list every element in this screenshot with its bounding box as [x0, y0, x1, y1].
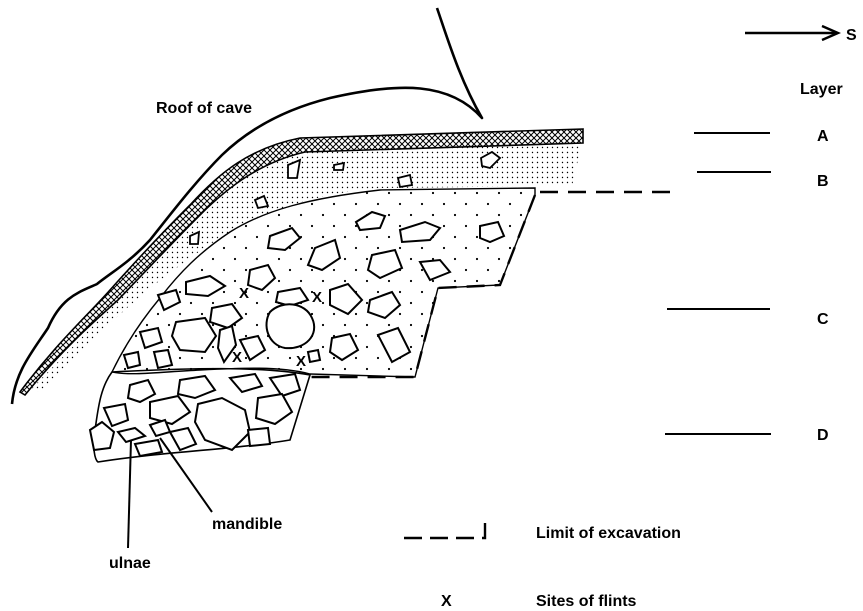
flint-mark: X: [312, 289, 322, 306]
flint-mark: X: [232, 349, 242, 366]
mandible-pointer-line: [160, 438, 212, 512]
layer-a-label: A: [817, 128, 829, 145]
key-excavation-symbol: [404, 515, 485, 538]
layer-c-label: C: [817, 311, 829, 328]
mandible-label: mandible: [212, 516, 282, 533]
flint-mark: X: [239, 285, 249, 302]
layer-d-label: D: [817, 427, 829, 444]
stones-layer-d: [90, 374, 300, 456]
ulnae-label: ulnae: [109, 555, 151, 572]
key-flint-label: Sites of flints: [536, 593, 637, 610]
flint-mark: X: [296, 353, 306, 370]
layer-b-label: B: [817, 173, 829, 190]
key-excavation-label: Limit of excavation: [536, 525, 681, 542]
layer-c-fill: [112, 188, 535, 377]
roof-of-cave-label: Roof of cave: [156, 100, 252, 117]
key-flint-symbol: X: [441, 593, 452, 610]
ulnae-pointer-line: [128, 440, 131, 548]
layer-legend-title: Layer: [800, 81, 843, 98]
south-label: S: [846, 27, 857, 44]
